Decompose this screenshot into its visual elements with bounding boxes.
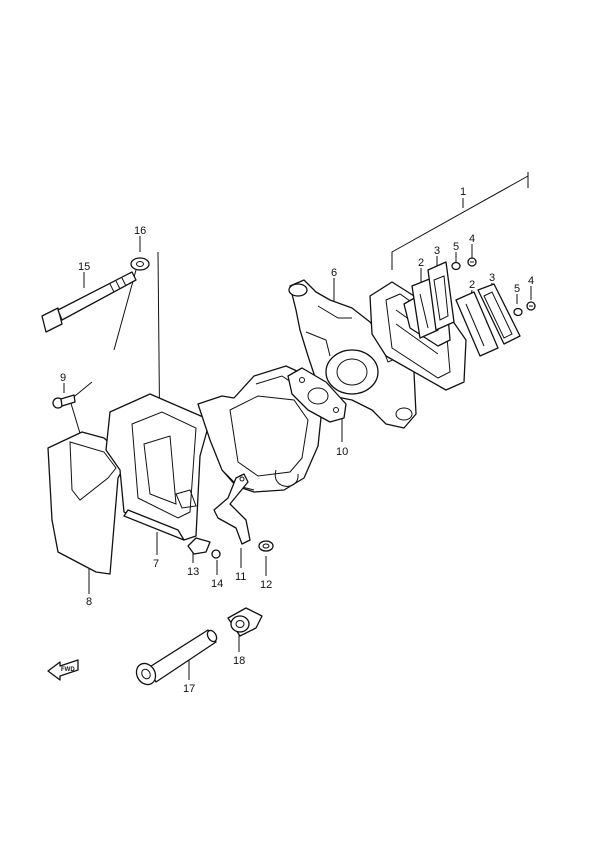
callout-17: 17 <box>183 683 195 695</box>
nut-part-5-left <box>451 261 461 271</box>
callout-4b: 4 <box>528 275 534 287</box>
callout-6: 6 <box>331 267 337 279</box>
carburetor-part-6 <box>288 279 417 429</box>
fwd-label: FWD <box>61 667 75 673</box>
callout-15: 15 <box>78 261 90 273</box>
screw-part-4-left <box>467 257 477 267</box>
screw-part-4-right <box>526 301 536 311</box>
clip-ring-part-12 <box>258 540 274 552</box>
reed-stopper-left-part-3 <box>427 261 455 331</box>
fwd-arrow-icon: FWD <box>47 659 79 681</box>
washer-part-16 <box>130 257 150 271</box>
callout-2b: 2 <box>469 279 475 291</box>
callout-18: 18 <box>233 655 245 667</box>
callout-11: 11 <box>235 571 246 583</box>
callout-16: 16 <box>134 225 146 237</box>
grommet-part-18 <box>227 607 263 637</box>
cover-plate-part-8 <box>47 431 129 575</box>
intake-housing <box>197 365 323 493</box>
callout-1: 1 <box>460 186 466 198</box>
callout-13: 13 <box>187 566 199 578</box>
bracket-part-13 <box>187 537 211 555</box>
callout-3a: 3 <box>434 245 440 257</box>
screw-part-14 <box>211 549 221 559</box>
callout-4a: 4 <box>469 233 475 245</box>
reed-stopper-right-part-3 <box>477 283 521 345</box>
callout-5a: 5 <box>453 241 459 253</box>
pin-part-17 <box>135 629 218 686</box>
callout-14: 14 <box>211 578 223 590</box>
callout-7: 7 <box>153 558 159 570</box>
callout-labels: 1 2 3 5 4 2 3 5 4 6 7 8 9 10 11 12 13 14… <box>60 186 534 695</box>
callout-9: 9 <box>60 372 66 384</box>
reed-plate-right-part-2 <box>455 291 499 357</box>
gasket-part-10 <box>287 367 347 423</box>
callout-2a: 2 <box>418 257 424 269</box>
callout-10: 10 <box>336 446 348 458</box>
callout-12: 12 <box>260 579 272 591</box>
screw-part-9 <box>52 394 76 409</box>
long-bolt-part-15 <box>41 271 137 333</box>
nut-part-5-right <box>513 307 523 317</box>
bracket-frame-part-7 <box>105 393 211 541</box>
callout-8: 8 <box>86 596 92 608</box>
callout-3b: 3 <box>489 272 495 284</box>
callout-5b: 5 <box>514 283 520 295</box>
throttle-lever-part-11 <box>213 473 251 545</box>
